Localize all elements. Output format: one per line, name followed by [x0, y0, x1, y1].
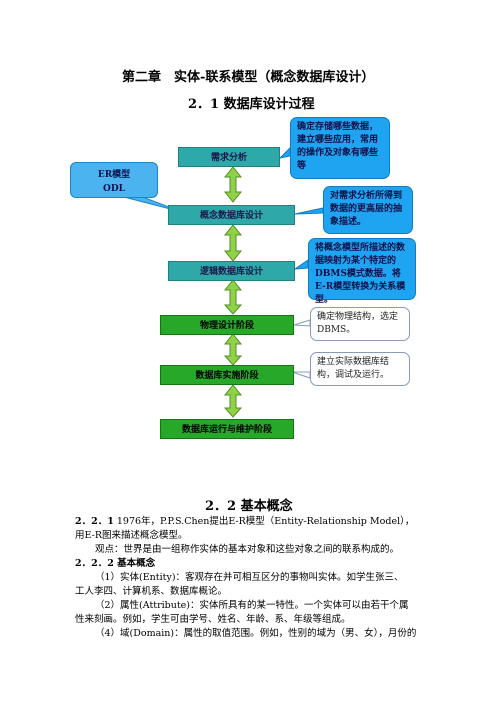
stage-operation-maintenance: 数据库运行与维护阶段 [160, 419, 294, 439]
paragraph-entity-line-1: （1）实体(Entity)：客观存在并可相互区分的事物叫实体。如学生张三、 [95, 572, 404, 583]
er-model-box: ER模型 ODL [70, 162, 158, 198]
callout-pointer [278, 146, 291, 159]
paragraph-1-line-1: 2．2．1 1976年，P.P.S.Chen提出E-R模型（Entity-Rel… [75, 515, 414, 529]
callout-conceptual: 对需求分析所得到数据的更高层的抽象描述。 [323, 186, 413, 234]
stage-conceptual-design: 概念数据库设计 [168, 205, 295, 225]
odl-label: ODL [103, 184, 125, 194]
callout-pointer [291, 371, 311, 379]
double-arrow-icon [223, 384, 243, 418]
section-2-1-title: 2．1 数据库设计过程 [188, 97, 315, 112]
callout-pointer [294, 207, 324, 215]
double-arrow-icon [223, 279, 243, 315]
chapter-title: 第二章 实体-联系模型（概念数据库设计） [122, 70, 375, 85]
stage-requirements-analysis: 需求分析 [178, 147, 280, 167]
callout-implementation: 建立实际数据库结构，调试及运行。 [310, 352, 410, 386]
paragraph-1-label: 2．2．1 [75, 516, 114, 527]
section-2-2-title: 2．2 基本概念 [205, 499, 293, 514]
stage-implementation: 数据库实施阶段 [160, 365, 294, 385]
subsection-2-2-2-title: 2．2．2 基本概念 [75, 558, 156, 569]
double-arrow-icon [223, 333, 243, 366]
callout-pointer [293, 319, 311, 327]
callout-requirements: 确定存储哪些数据，建立哪些应用，常用的操作及对象有哪些等 [290, 117, 390, 179]
paragraph-domain: （4）域(Domain)：属性的取值范围。例如，性别的域为（男、女），月份的 [95, 628, 417, 639]
callout-physical: 确定物理结构，选定DBMS。 [310, 307, 410, 341]
double-arrow-icon [223, 224, 243, 262]
paragraph-attribute-line-1: （2）属性(Attribute)：实体所具有的某一特性。一个实体可以由若干个属 [95, 600, 409, 611]
callout-pointer [293, 259, 309, 270]
er-model-label: ER模型 [97, 170, 131, 180]
stage-physical-design: 物理设计阶段 [160, 315, 294, 335]
paragraph-1-text: 1976年，P.P.S.Chen提出E-R模型（Entity-Relations… [113, 516, 415, 527]
paragraph-attribute-line-2: 性来刻画。例如，学生可由学号、姓名、年龄、系、年级等组成。 [75, 614, 351, 625]
paragraph-entity-line-2: 工人李四、计算机系、数据库概论。 [75, 586, 228, 597]
paragraph-2: 观点：世界是由一组称作实体的基本对象和这些对象之间的联系构成的。 [95, 544, 400, 555]
paragraph-1-line-2: 用E-R图来描述概念模型。 [75, 530, 188, 541]
callout-logical: 将概念模型所描述的数据映射为某个特定的DBMS模式数据。将E-R模型转换为关系模… [308, 238, 416, 305]
double-arrow-icon [223, 166, 243, 203]
stage-logical-design: 逻辑数据库设计 [168, 261, 295, 281]
